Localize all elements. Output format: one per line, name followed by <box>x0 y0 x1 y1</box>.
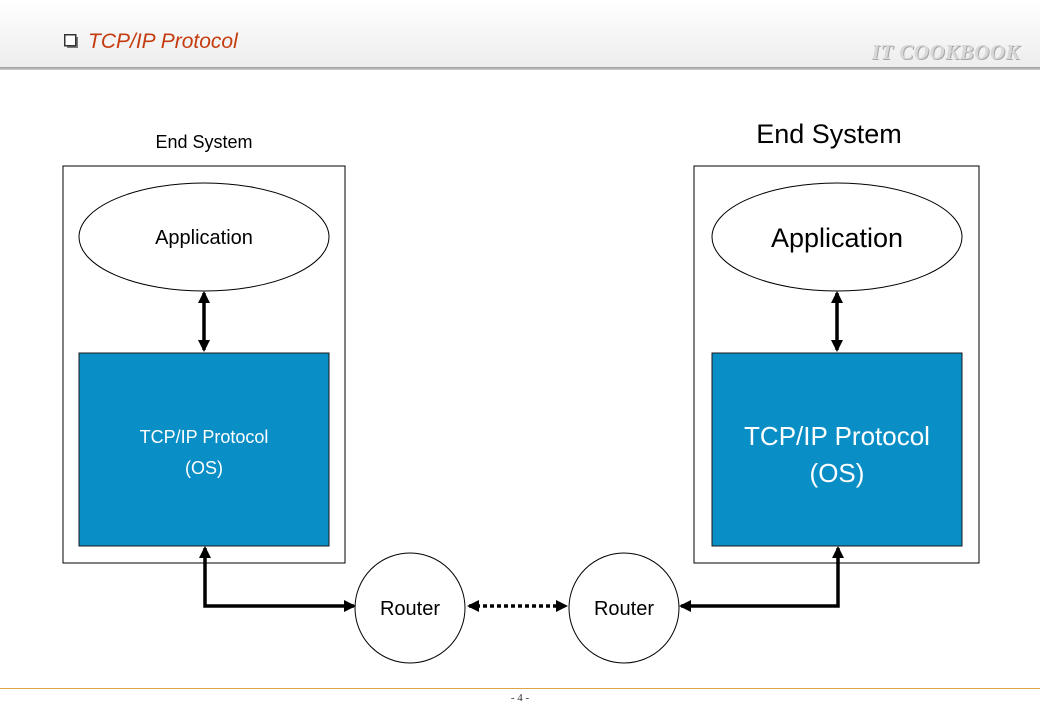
right-tcpip-protocol-box <box>711 352 963 547</box>
slide-title: TCP/IP Protocol <box>88 30 238 53</box>
left-os-label: (OS) <box>185 458 223 478</box>
right-os-label: (OS) <box>810 458 865 488</box>
router-label-right: Router <box>594 598 654 620</box>
left-tcpip-protocol-box <box>78 352 330 547</box>
footer-divider <box>0 688 1040 689</box>
right-end-system-label: End System <box>756 119 902 149</box>
brand-logo: IT COOKBOOK <box>871 40 1020 64</box>
left-end-system-label: End System <box>155 132 252 152</box>
left-stack-router-link <box>199 546 356 612</box>
page-number: - 4 - <box>510 692 530 704</box>
header-band <box>0 0 1040 68</box>
header-divider <box>0 67 1040 70</box>
right-protocol-label: TCP/IP Protocol <box>744 421 930 451</box>
checkbox-bullet-icon <box>64 34 78 48</box>
left-protocol-label: TCP/IP Protocol <box>140 427 269 447</box>
right-application-label: Application <box>771 223 903 253</box>
left-application-label: Application <box>155 227 253 249</box>
right-stack-router-link <box>679 546 844 612</box>
router-label-left: Router <box>380 598 440 620</box>
